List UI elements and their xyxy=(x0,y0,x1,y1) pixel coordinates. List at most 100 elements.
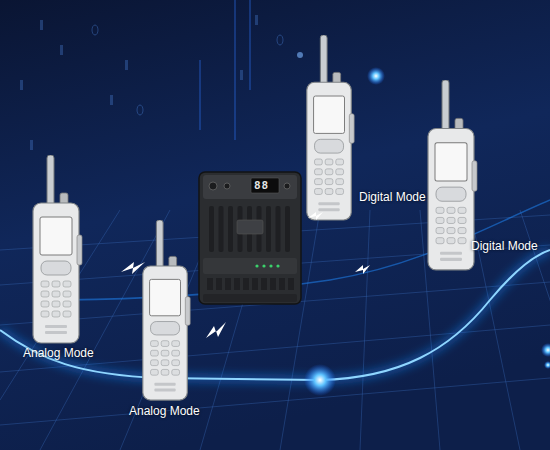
keypad-key xyxy=(41,281,49,287)
digit-bar xyxy=(125,60,128,70)
cooling-fin xyxy=(266,206,271,252)
digit-ring xyxy=(92,25,98,35)
digit-ring xyxy=(137,105,143,115)
cooling-fin xyxy=(276,206,281,252)
keypad-key xyxy=(447,207,455,213)
keypad-key xyxy=(151,341,159,347)
streak xyxy=(249,0,251,90)
keypad-key xyxy=(336,179,344,185)
keypad-key xyxy=(325,189,333,195)
glow-dot xyxy=(367,67,385,85)
vent-slot xyxy=(234,278,240,290)
vent-slot xyxy=(270,278,276,290)
keypad-key xyxy=(325,179,333,185)
keypad-key xyxy=(325,159,333,165)
base xyxy=(203,294,297,302)
grille xyxy=(440,252,462,255)
screen xyxy=(314,96,345,133)
keypad-key xyxy=(52,301,60,307)
radio-node: Digital Mode xyxy=(418,80,550,275)
streak xyxy=(234,0,236,140)
keypad-key xyxy=(315,169,323,175)
keypad-key xyxy=(52,311,60,317)
cooling-fin xyxy=(219,206,224,252)
nav-keys xyxy=(315,139,344,153)
grille xyxy=(45,331,67,334)
radio-body xyxy=(307,82,351,220)
vent-slot xyxy=(216,278,222,290)
keypad-key xyxy=(41,291,49,297)
keypad-key xyxy=(161,350,169,356)
nav-keys xyxy=(436,187,466,201)
repeater-drawing xyxy=(197,170,303,306)
radio-drawing xyxy=(301,35,359,222)
keypad-key xyxy=(63,301,71,307)
radio-body xyxy=(428,129,474,270)
keypad-key xyxy=(161,341,169,347)
grille xyxy=(154,383,175,386)
glow-dot xyxy=(541,343,550,357)
status-led xyxy=(255,264,258,267)
screen xyxy=(150,279,181,315)
keypad-key xyxy=(447,228,455,234)
logo-plate xyxy=(237,220,263,234)
keypad-key xyxy=(41,311,49,317)
lightning-bolt xyxy=(206,322,226,338)
lightning-bolt xyxy=(121,262,145,274)
keypad-key xyxy=(458,217,466,223)
grille xyxy=(440,258,462,261)
keypad-key xyxy=(447,238,455,244)
grille xyxy=(318,208,339,211)
repeater-body xyxy=(199,172,301,304)
side-button xyxy=(349,114,354,144)
screen xyxy=(40,217,72,255)
mode-label: Analog Mode xyxy=(23,346,94,360)
keypad-key xyxy=(172,350,180,356)
keypad-key xyxy=(172,341,180,347)
radio-body xyxy=(143,266,187,400)
keypad-key xyxy=(447,217,455,223)
keypad-key xyxy=(325,169,333,175)
glow-dot xyxy=(304,364,336,396)
status-led xyxy=(276,264,279,267)
keypad-key xyxy=(63,291,71,297)
glow-dot xyxy=(297,52,303,58)
digit-bar xyxy=(110,95,113,105)
keypad-key xyxy=(172,369,180,375)
keypad-key xyxy=(315,189,323,195)
keypad-key xyxy=(63,281,71,287)
grille xyxy=(154,389,175,392)
keypad-key xyxy=(161,360,169,366)
vent-slot xyxy=(207,278,213,290)
digit-bar xyxy=(60,45,63,55)
grille xyxy=(318,202,339,205)
connector xyxy=(224,183,230,189)
vertical-streaks xyxy=(200,0,250,140)
keypad-key xyxy=(161,369,169,375)
vent-slot xyxy=(225,278,231,290)
keypad-key xyxy=(52,281,60,287)
keypad-key xyxy=(336,159,344,165)
mode-label: Analog Mode xyxy=(129,404,200,418)
display-readout: 88 xyxy=(254,179,269,192)
radio-node: Analog Mode xyxy=(15,155,140,365)
radio-drawing xyxy=(27,155,87,345)
digit-bar xyxy=(40,20,43,30)
digit-bar xyxy=(20,80,23,90)
side-button xyxy=(77,235,82,265)
keypad-key xyxy=(151,369,159,375)
digit-ring xyxy=(277,35,283,45)
status-led xyxy=(262,264,265,267)
connector xyxy=(209,182,217,190)
vent-slot xyxy=(252,278,258,290)
digit-bar xyxy=(30,140,33,150)
keypad-key xyxy=(336,169,344,175)
keypad-key xyxy=(315,159,323,165)
nav-keys xyxy=(151,322,180,335)
keypad-key xyxy=(172,360,180,366)
top-panel xyxy=(203,175,297,199)
mode-label: Digital Mode xyxy=(471,239,538,253)
connector xyxy=(284,183,290,189)
